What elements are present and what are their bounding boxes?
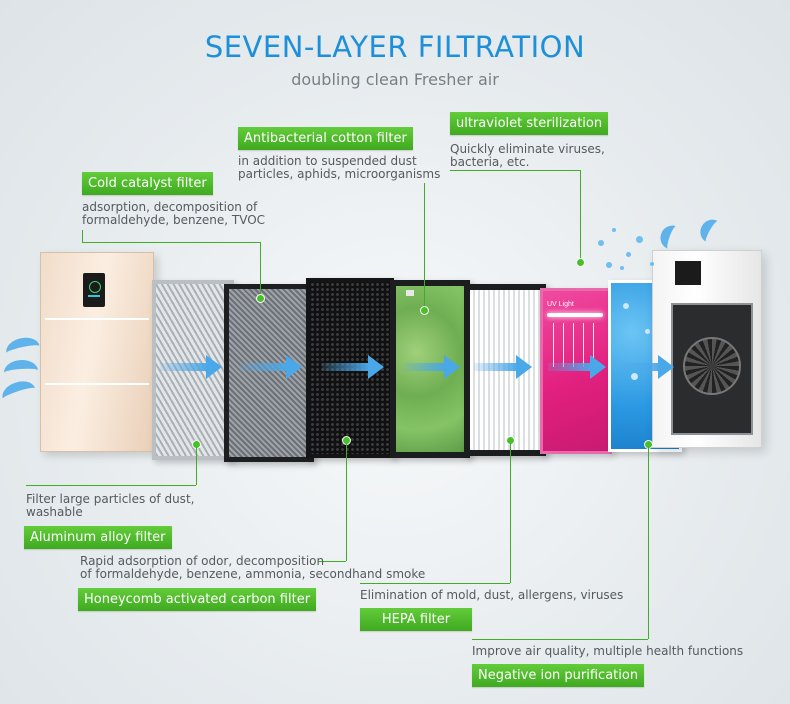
connector-line xyxy=(82,230,83,242)
purifier-body xyxy=(652,250,762,448)
cold-catalyst-tag: Cold catalyst filter xyxy=(82,172,213,195)
aluminum-tag: Aluminum alloy filter xyxy=(24,526,172,549)
antibacterial-cotton-desc: in addition to suspended dust particles,… xyxy=(238,154,441,181)
connector-dot xyxy=(576,258,585,267)
page-subtitle: doubling clean Fresher air xyxy=(291,70,499,89)
uv-lamp xyxy=(547,313,603,317)
connector-line xyxy=(260,242,261,298)
connector-line xyxy=(26,485,196,486)
control-display xyxy=(83,273,105,307)
connector-line xyxy=(580,170,581,260)
airflow-arrow xyxy=(616,355,674,379)
purifier-fan-chamber xyxy=(671,303,753,435)
connector-line xyxy=(196,447,197,485)
aluminum-desc: Filter large particles of dust, washable xyxy=(26,492,195,519)
airflow-arrow xyxy=(548,355,606,379)
connector-dot xyxy=(256,294,265,303)
connector-line xyxy=(346,443,347,561)
connector-line xyxy=(360,583,510,584)
airflow-arrow xyxy=(322,355,384,379)
connector-line xyxy=(424,183,425,311)
purifier-top-display xyxy=(675,261,701,285)
honeycomb-desc: Rapid adsorption of odor, decomposition … xyxy=(80,554,426,581)
page-title: SEVEN-LAYER FILTRATION xyxy=(204,30,586,64)
uv-sterilization-tag: ultraviolet sterilization xyxy=(450,112,609,135)
airflow-arrow xyxy=(404,355,460,379)
fan-icon xyxy=(683,337,741,395)
airflow-arrow xyxy=(160,355,222,379)
hepa-tag: HEPA filter xyxy=(360,608,472,631)
cold-catalyst-desc: adsorption, decomposition of formaldehyd… xyxy=(82,200,266,227)
connector-line xyxy=(648,447,649,639)
connector-line xyxy=(82,242,260,243)
purifier-front-panel xyxy=(40,252,154,452)
antibacterial-cotton-tag: Antibacterial cotton filter xyxy=(238,127,413,150)
negative-ion-tag: Negative ion purification xyxy=(472,664,645,687)
connector-line xyxy=(472,639,648,640)
airflow-arrow xyxy=(474,355,532,379)
uv-sterilization-desc: Quickly eliminate viruses, bacteria, etc… xyxy=(450,142,605,169)
connector-line xyxy=(450,170,580,171)
connector-dot xyxy=(420,306,429,315)
connector-line xyxy=(510,443,511,583)
hepa-desc: Elimination of mold, dust, allergens, vi… xyxy=(360,588,624,602)
uv-light-label: UV Light xyxy=(547,301,574,308)
negative-ion-desc: Improve air quality, multiple health fun… xyxy=(472,644,744,658)
honeycomb-tag: Honeycomb activated carbon filter xyxy=(78,588,317,611)
airflow-arrow xyxy=(240,355,302,379)
connector-line xyxy=(318,561,346,562)
